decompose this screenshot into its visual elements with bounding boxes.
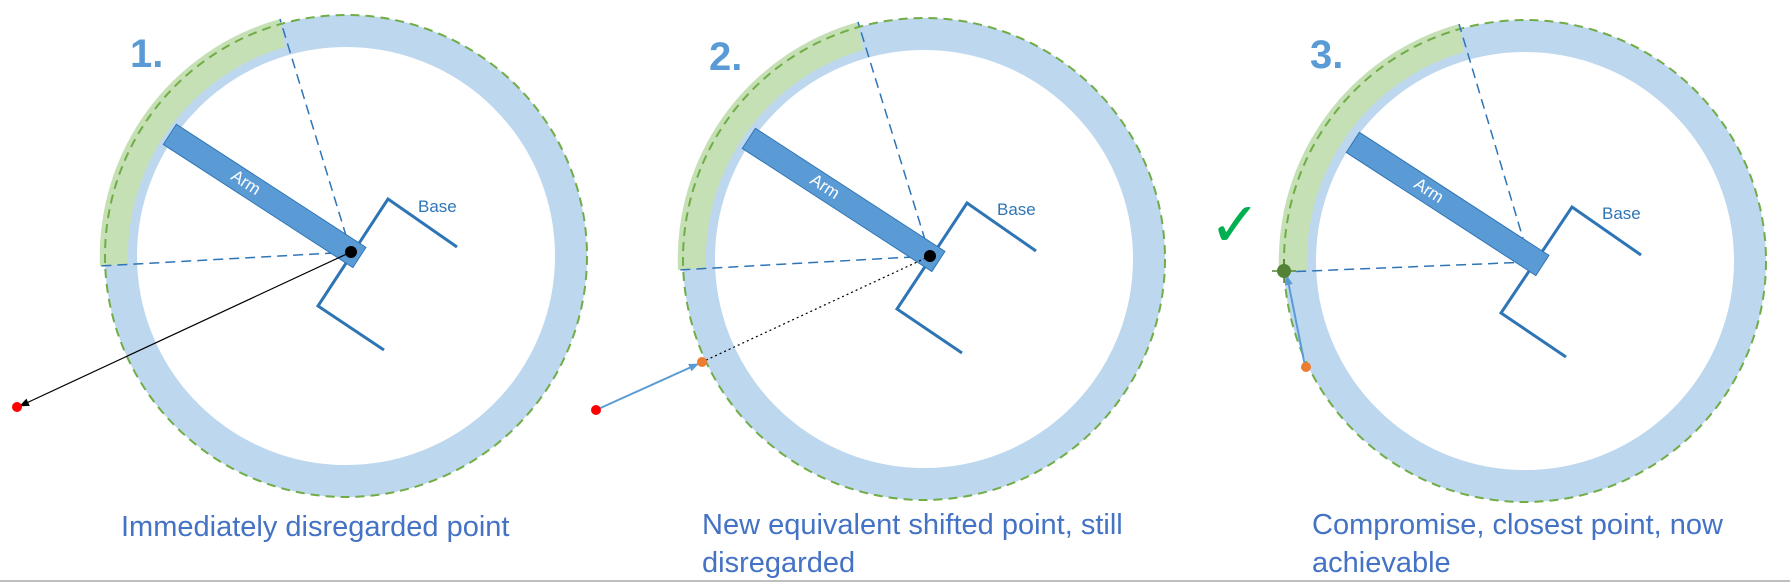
caption: Compromise, closest point, now achievabl… [1312,509,1731,579]
panel-2: Arm Base 2. New equivalent shifted point… [591,17,1166,579]
checkmark-icon: ✓ [1209,188,1261,261]
base-label: Base [1602,204,1641,223]
shifted-point [1301,362,1311,372]
target-vector [19,251,352,407]
caption-line: Immediately disregarded point [121,511,509,543]
shift-vector [595,363,699,411]
target-point [591,405,601,415]
projection-line [701,255,931,363]
limit-line-lower [1283,261,1531,273]
panel-1: Arm Base 1. Immediately disregarded poin… [12,14,588,543]
limit-line-upper [857,21,931,257]
correction-vector [1284,275,1306,367]
target-point [12,402,22,412]
panel-3: Arm Base ✓ 3. Compromise, closest point,… [1209,19,1767,579]
shifted-point [697,357,707,367]
caption: Immediately disregarded point [121,511,509,543]
limit-arc [99,19,285,266]
caption-line: New equivalent shifted point, still [702,509,1123,541]
step-number: 3. [1310,33,1343,77]
step-number: 1. [130,32,163,76]
ring-outline [682,17,1166,501]
limit-line-upper [279,18,352,253]
arm: Arm [162,123,367,269]
limit-arc [1278,24,1464,272]
compromise-point [1272,259,1296,283]
caption-line: Compromise, closest point, now [1312,509,1724,541]
limit-arc [677,22,863,270]
step-number: 2. [709,35,742,79]
limit-line-lower [677,255,931,271]
caption-line: disregarded [702,547,855,579]
limit-line-lower [99,251,352,267]
arm: Arm [1345,131,1550,277]
base-label: Base [418,197,457,216]
limit-line-upper [1458,23,1531,263]
caption: New equivalent shifted point, still disr… [702,509,1131,579]
ring-outline [104,14,588,498]
caption-line: achievable [1312,547,1451,579]
base-label: Base [997,200,1036,219]
